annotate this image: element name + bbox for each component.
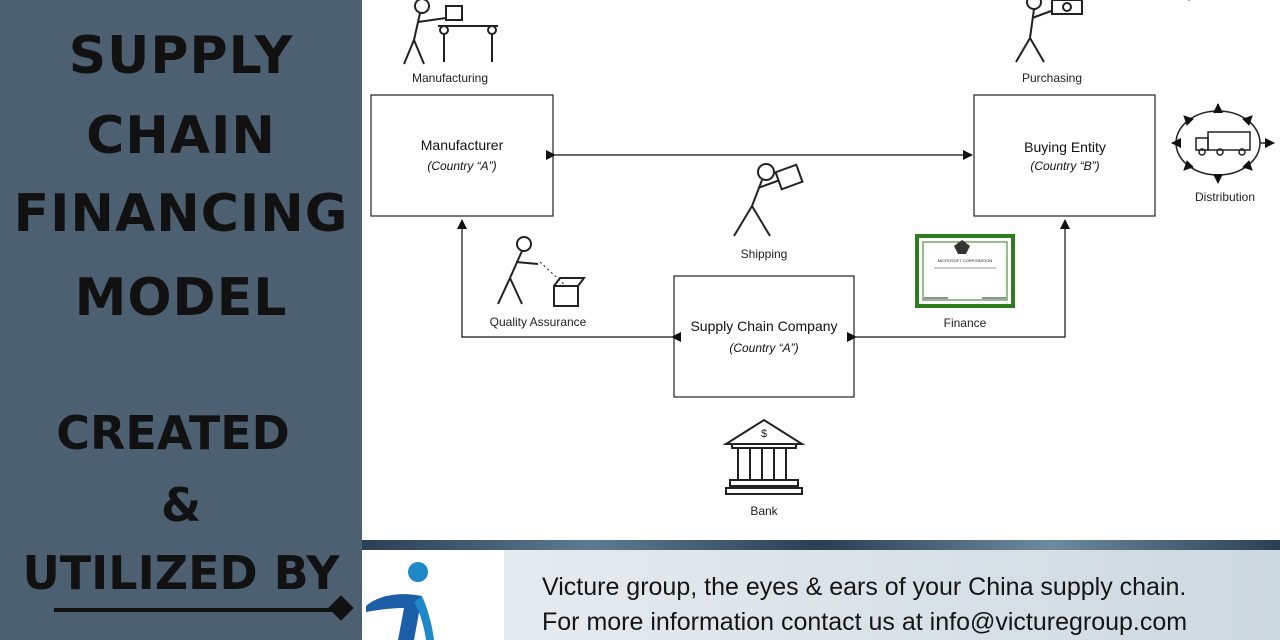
supply-chain-company-subtitle: (Country “A”): [729, 341, 798, 355]
banner-contact: For more information contact us at info@…: [542, 608, 1188, 636]
manufacturer-title: Manufacturer: [421, 137, 504, 153]
quality-assurance-label: Quality Assurance: [490, 315, 587, 329]
shipping-label: Shipping: [741, 247, 788, 261]
manufacturer-box: [370, 94, 554, 217]
banner-tagline: Victure group, the eyes & ears of your C…: [542, 573, 1187, 601]
diagram-canvas: Manufacturing Purchasing Manufacturer (C…: [370, 0, 1275, 518]
title-line-2: CHAIN: [86, 106, 276, 166]
victure-logo-icon: [366, 562, 434, 640]
victure-logo: [362, 550, 504, 640]
created-label: CREATED: [56, 406, 290, 460]
purchasing-label: Purchasing: [1022, 71, 1082, 85]
bank-dollar-symbol: $: [761, 428, 767, 440]
supply-buyer-arrow: [847, 219, 1070, 342]
title-line-1: SUPPLY: [68, 26, 294, 86]
buying-entity-box: [973, 94, 1156, 217]
banner-texture-strip: [362, 540, 1280, 550]
finance-label: Finance: [944, 316, 987, 330]
utilized-by-label: UTILIZED BY: [22, 546, 340, 600]
bank-label: Bank: [750, 504, 778, 518]
title-line-3: FINANCING: [13, 184, 349, 244]
quality-assurance-icon: [497, 236, 586, 307]
certificate-text: MICROSOFT CORPORATION: [938, 258, 993, 263]
shipping-icon: [733, 163, 804, 237]
title-line-4: MODEL: [74, 268, 288, 328]
ampersand-label: &: [160, 478, 202, 532]
sidebar-panel: SUPPLY CHAIN FINANCING MODEL CREATED & U…: [0, 0, 362, 640]
footer-banner: Victure group, the eyes & ears of your C…: [362, 540, 1280, 640]
supply-chain-company-box: [673, 275, 855, 398]
buying-entity-title: Buying Entity: [1024, 139, 1106, 155]
supply-manufacturer-arrow: [457, 219, 681, 342]
distribution-label: Distribution: [1195, 190, 1255, 204]
manufacturing-label: Manufacturing: [412, 71, 488, 85]
manufacturing-icon: [403, 0, 498, 65]
distribution-icon: [1171, 103, 1275, 184]
finance-icon: MICROSOFT CORPORATION: [915, 234, 1015, 308]
buying-entity-subtitle: (Country “B”): [1030, 159, 1099, 173]
supply-chain-company-title: Supply Chain Company: [690, 318, 837, 334]
underline-bar: [54, 608, 344, 612]
supply-chain-diagram: Manufacturing Purchasing Manufacturer (C…: [362, 0, 1280, 540]
manufacturer-subtitle: (Country “A”): [427, 159, 496, 173]
bank-icon: [722, 418, 806, 495]
purchasing-icon: [1015, 0, 1083, 63]
